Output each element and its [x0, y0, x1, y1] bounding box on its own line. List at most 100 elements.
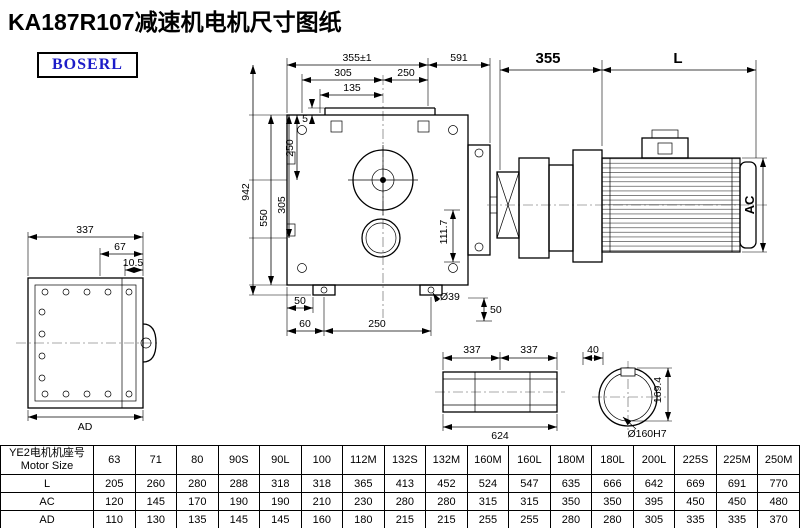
dim-motor-ac: AC — [742, 195, 757, 214]
dimension-value-cell: 205 — [93, 474, 136, 493]
dimension-value-cell: 315 — [466, 492, 510, 511]
technical-drawing: 337 67 10.5 AD — [16, 50, 770, 442]
brand-logo-box: BOSERL — [37, 52, 138, 78]
dimension-row-label: L — [0, 474, 94, 493]
motor-view-dimension-ac: AC — [742, 157, 767, 253]
dimension-value-cell: 635 — [549, 474, 593, 493]
motor-view-dimensions-top: 355 L — [499, 50, 757, 170]
dimension-value-cell: 120 — [93, 492, 136, 511]
dim-main-135: 135 — [343, 82, 361, 94]
motor-size-column-header: 225S — [674, 445, 717, 475]
dim-main-355: 355±1 — [342, 52, 371, 64]
brand-logo-text: BOSERL — [52, 56, 123, 73]
front-view-outline — [27, 277, 157, 409]
motor-size-column-header: 180L — [591, 445, 634, 475]
motor-size-column-header: 132S — [383, 445, 427, 475]
main-view-outline — [286, 107, 498, 296]
dimension-value-cell: 335 — [715, 510, 759, 528]
dimension-value-cell: 350 — [591, 492, 634, 511]
motor-size-header-en: Motor Size — [20, 460, 74, 472]
gearbox-adapter — [496, 149, 603, 263]
dimension-value-cell: 365 — [342, 474, 385, 493]
dim-main-60: 60 — [299, 318, 311, 330]
front-view: 337 67 10.5 AD — [16, 224, 160, 433]
motor-view: 355 L — [487, 50, 770, 263]
dimension-value-cell: 180 — [342, 510, 385, 528]
dim-main-50-bottom-left: 50 — [294, 295, 306, 307]
motor-size-header-cn: YE2电机机座号 — [9, 447, 85, 459]
shaft-outline — [442, 371, 558, 413]
dimension-value-cell: 370 — [757, 510, 800, 528]
dimension-value-cell: 450 — [715, 492, 759, 511]
front-view-bolt-holes — [38, 288, 133, 398]
dimension-value-cell: 280 — [425, 492, 468, 511]
motor-size-column-header: 100 — [300, 445, 344, 475]
dim-motor-l: L — [673, 50, 682, 67]
dimension-value-cell: 145 — [259, 510, 302, 528]
dimension-value-cell: 190 — [259, 492, 302, 511]
dimension-value-cell: 452 — [425, 474, 468, 493]
dim-front-10-5: 10.5 — [123, 257, 144, 269]
motor-size-column-header: 90L — [259, 445, 302, 475]
dimension-value-cell: 110 — [93, 510, 136, 528]
dim-main-111-7: 111.7 — [438, 219, 450, 244]
dimension-row-label: AD — [0, 510, 94, 528]
keyway-slot — [620, 367, 636, 377]
shaft-view-dimensions: 337 337 624 — [442, 344, 558, 442]
motor-size-column-header: 160M — [466, 445, 510, 475]
dimension-value-cell: 280 — [591, 510, 634, 528]
main-view-dimensions: 355±1 591 305 250 135 5 — [240, 52, 502, 336]
dimension-value-cell: 145 — [134, 492, 178, 511]
dim-main-250-left: 250 — [284, 139, 296, 157]
dimension-value-cell: 547 — [508, 474, 551, 493]
dim-main-591: 591 — [450, 52, 468, 64]
dimension-value-cell: 318 — [300, 474, 344, 493]
secondary-bore-circle — [361, 218, 401, 258]
motor-size-column-header: 132M — [425, 445, 468, 475]
dimension-value-cell: 230 — [342, 492, 385, 511]
dim-main-305-left: 305 — [276, 196, 288, 214]
motor-size-column-header: 225M — [715, 445, 759, 475]
dim-main-50-bottom-right: 50 — [490, 304, 502, 316]
dim-main-942: 942 — [240, 183, 252, 201]
dimension-value-cell: 315 — [508, 492, 551, 511]
dimension-value-cell: 480 — [757, 492, 800, 511]
dimension-value-cell: 255 — [508, 510, 551, 528]
dim-shaft-337-left: 337 — [463, 344, 481, 356]
dim-motor-355: 355 — [535, 50, 560, 67]
motor-size-column-header: 200L — [632, 445, 676, 475]
hollow-shaft-bore — [598, 367, 658, 427]
dim-shaft-624: 624 — [491, 430, 509, 442]
dimension-value-cell: 288 — [217, 474, 261, 493]
dimension-value-cell: 215 — [425, 510, 468, 528]
dimension-value-cell: 450 — [674, 492, 717, 511]
dimension-value-cell: 350 — [549, 492, 593, 511]
dimension-value-cell: 305 — [632, 510, 676, 528]
dimension-value-cell: 318 — [259, 474, 302, 493]
dimension-value-cell: 215 — [383, 510, 427, 528]
dim-main-305-top: 305 — [334, 67, 352, 79]
motor-size-column-header: 250M — [757, 445, 800, 475]
main-view: 355±1 591 305 250 135 5 — [240, 52, 502, 336]
motor-size-header: YE2电机机座号 Motor Size — [0, 445, 94, 475]
dim-main-5: 5 — [302, 113, 308, 125]
dim-main-250-bottom: 250 — [368, 318, 386, 330]
dimension-value-cell: 691 — [715, 474, 759, 493]
dimension-value-cell: 669 — [674, 474, 717, 493]
dim-bore-169-4: 169.4 — [652, 377, 664, 403]
motor-size-column-header: 112M — [342, 445, 385, 475]
dimension-value-cell: 160 — [300, 510, 344, 528]
front-view-dimensions: 337 67 10.5 AD — [27, 224, 144, 433]
dimension-value-cell: 260 — [134, 474, 178, 493]
bore-view-dimensions: 40 169.4 Ø160H7 — [582, 344, 672, 440]
dimension-value-cell: 190 — [217, 492, 261, 511]
dimension-value-cell: 210 — [300, 492, 344, 511]
dim-shaft-337-right: 337 — [520, 344, 538, 356]
output-bore-circle — [348, 145, 418, 215]
motor-size-column-header: 71 — [134, 445, 178, 475]
dimension-row-label: AC — [0, 492, 94, 511]
dim-bore-d160h7: Ø160H7 — [627, 428, 666, 440]
